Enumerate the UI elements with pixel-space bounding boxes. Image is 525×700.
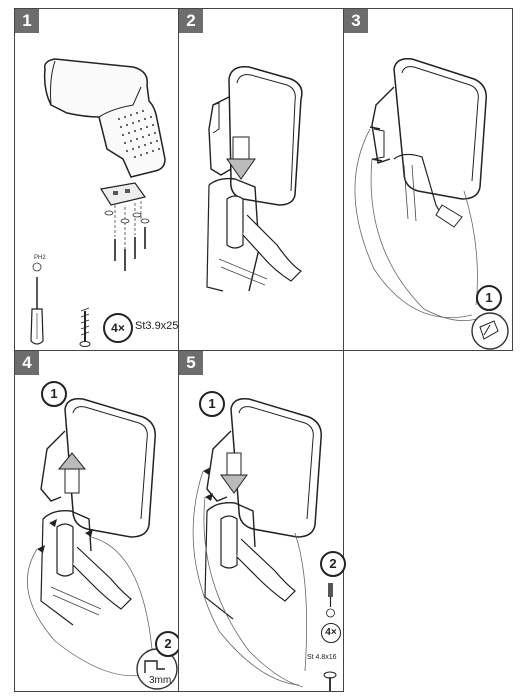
step-5-number: 5 <box>179 351 203 375</box>
step-4-number: 4 <box>15 351 39 375</box>
latch-adjustment-illustration <box>26 397 178 690</box>
step-4-callout-1: 1 <box>41 381 67 407</box>
step-3-number: 3 <box>344 9 368 33</box>
step-1-panel: 1 <box>14 8 179 351</box>
screwdriver-size-tag: PH2 <box>34 255 46 261</box>
final-fixing-illustration <box>192 397 337 691</box>
instruction-grid: 1 <box>6 6 519 694</box>
screw-spec-label: St3.9x25 <box>135 320 179 332</box>
lid-insertion-illustration <box>206 66 303 292</box>
step-4-callout-2: 2 <box>155 631 181 657</box>
step-3-callout-1: 1 <box>476 285 502 311</box>
step-3-panel: 3 1 <box>343 8 513 351</box>
step-5-panel: 5 1 2 4× St 4 <box>178 350 346 692</box>
step-2-panel: 2 <box>178 8 344 351</box>
gap-measurement-label: 3mm <box>149 675 172 686</box>
step-1-number: 1 <box>15 9 39 33</box>
step-2-number: 2 <box>179 9 203 33</box>
step-5-callout-2: 2 <box>320 551 346 577</box>
screw-quantity-badge-step5: 4× <box>321 623 341 643</box>
lid-latch-illustration <box>354 57 509 350</box>
screw-quantity-badge: 4× <box>103 313 133 343</box>
armrest-mounting-illustration <box>30 58 166 347</box>
step-4-panel: 4 1 2 3mm <box>14 350 181 692</box>
step-5-callout-1: 1 <box>199 391 225 417</box>
screw-spec-label-step5: St 4.8x16 <box>307 654 337 661</box>
